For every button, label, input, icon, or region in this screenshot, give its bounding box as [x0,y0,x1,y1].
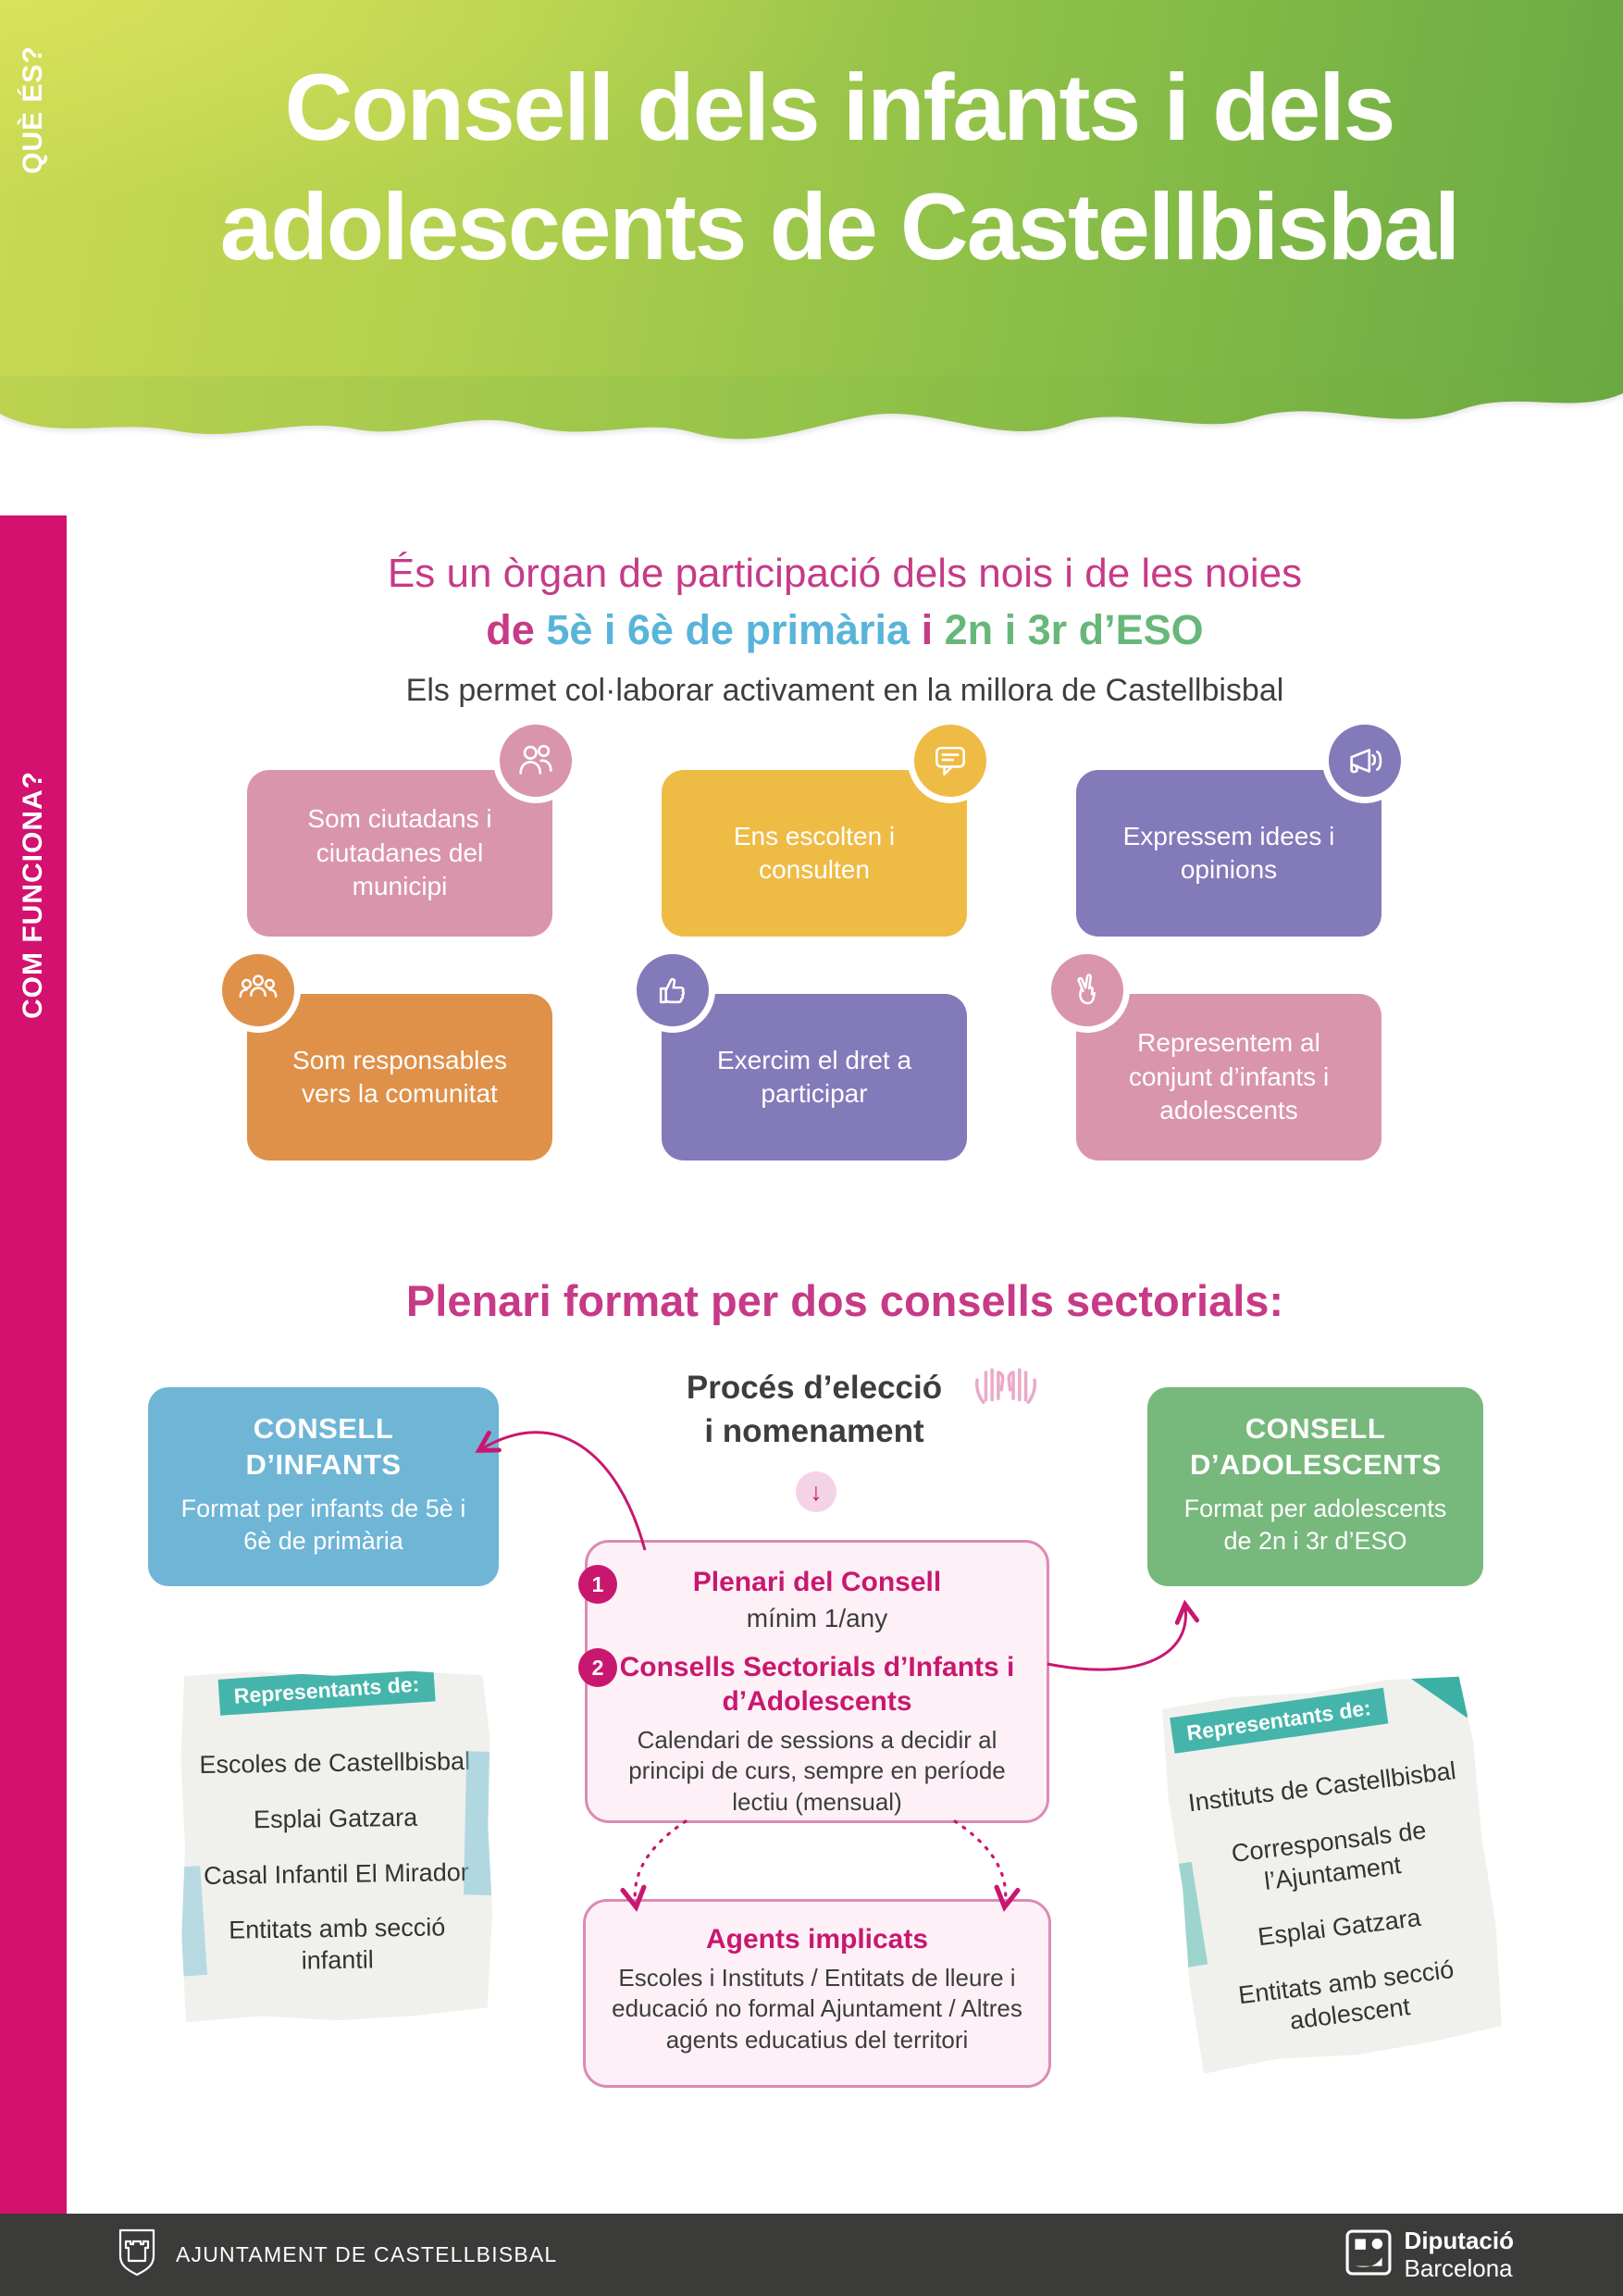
benefit-cards: Som ciutadans i ciutadanes del municipi … [216,718,1407,1160]
card-represent-text: Representem al conjunt d’infants i adole… [1128,1028,1330,1125]
list-item: Esplai Gatzara [1256,1904,1423,1952]
tape-strip [163,1866,207,1977]
consell-infants-title: CONSELL D’INFANTS [245,1412,402,1481]
representants-label-right: Representants de: [1170,1688,1388,1754]
card-citizens-text: Som ciutadans i ciutadanes del municipi [307,804,492,901]
agents-box: Agents implicats Escoles i Instituts / E… [583,1899,1051,2088]
representants-infants-note: Representants de: Escoles de Castellbisb… [178,1669,493,2023]
header-banner [0,0,1623,378]
plenari-title: Plenari del Consell [692,1567,942,1597]
peace-hand-icon [1045,948,1130,1033]
proces-title: Procés d’elecció i nomenament [648,1366,981,1454]
list-item: Corresponsals de l’Ajuntament [1230,1816,1428,1895]
sectorials-body: Calendari de sessions a decidir al princ… [628,1725,1006,1817]
representants-adolescents-note: Representants de: Instituts de Castellbi… [1156,1669,1509,2074]
list-item: Entitats amb secció infantil [228,1913,446,1975]
intro-i: i [921,606,934,653]
plenari-box: 1 2 Plenari del Consell mínim 1/any Cons… [578,1540,1049,1823]
poster-title-line1: Consell dels infants i dels [284,55,1396,160]
intro-eso: 2n i 3r d’ESO [944,606,1204,653]
plenari-frequency: mínim 1/any [746,1603,888,1632]
list-item: Esplai Gatzara [253,1803,418,1833]
section-rail [0,515,67,2214]
sectorials-title: Consells Sectorials d’Infants i d’Adoles… [619,1651,1015,1718]
list-item: Instituts de Castellbisbal [1186,1756,1458,1818]
footer-bar: AJUNTAMENT DE CASTELLBISBAL Diputació Ba… [0,2214,1623,2296]
card-citizens: Som ciutadans i ciutadanes del municipi [247,718,578,937]
intro-line2: de 5è i 6è de primària i 2n i 3r d’ESO [67,606,1623,654]
ajuntament-logo-group: AJUNTAMENT DE CASTELLBISBAL [117,2228,557,2282]
representants-list-right: Instituts de Castellbisbal Corresponsals… [1179,1755,1496,2071]
diputacio-label: Diputació Barcelona [1405,2228,1514,2281]
step-2-badge: 2 [578,1648,617,1687]
card-participate: Exercim el dret a participar [630,948,967,1160]
proces-line2: i nomenament [704,1413,924,1450]
card-responsible-text: Som responsables vers la comunitat [292,1045,507,1108]
consell-adolescents-subtitle: Format per adolescents de 2n i 3r d’ESO [1183,1494,1447,1555]
representants-list-left: Escoles de Castellbisbal Esplai Gatzara … [192,1746,481,2003]
diputacio-line2: Barcelona [1404,2253,1513,2282]
list-item: Entitats amb secció adolescent [1236,1955,1456,2035]
megaphone-icon [1322,718,1407,803]
card-express-text: Expressem idees i opinions [1122,821,1335,884]
rail-label-que-es: QUÈ ÉS? [18,45,48,175]
list-item: Casal Infantil El Mirador [203,1857,469,1890]
castellbisbal-shield-icon [117,2228,157,2282]
intro-de: de [486,606,535,653]
consell-adolescents-box: CONSELL D’ADOLESCENTS Format per adolesc… [1147,1387,1483,1586]
consell-infants-box: CONSELL D’INFANTS Format per infants de … [148,1387,499,1586]
poster-title-line2: adolescents de Castellbisbal [219,173,1461,279]
torn-paper-edge [0,377,1623,440]
tape-strip [1394,1636,1489,1718]
consell-adolescents-title: CONSELL D’ADOLESCENTS [1190,1412,1442,1481]
diputacio-logo-group: Diputació Barcelona [1345,2228,1514,2281]
intro-subtitle: Els permet col·laborar activament en la … [405,673,1284,708]
diputacio-line1: Diputació [1404,2227,1514,2255]
proces-line1: Procés d’elecció [686,1370,943,1406]
community-icon [216,948,301,1033]
card-express: Expressem idees i opinions [1076,718,1407,937]
poster-title: Consell dels infants i dels adolescents … [56,48,1623,286]
citizens-icon [493,718,578,803]
intro-line1: És un òrgan de participació dels nois i … [387,551,1303,596]
agents-body: Escoles i Instituts / Entitats de lleure… [612,1963,1022,2054]
step-1-badge: 1 [578,1565,617,1604]
consell-infants-subtitle: Format per infants de 5è i 6è de primàri… [180,1494,466,1555]
ajuntament-label: AJUNTAMENT DE CASTELLBISBAL [176,2242,558,2266]
diputacio-barcelona-icon [1345,2229,1392,2280]
intro-primaria: 5è i 6è de primària [546,606,911,653]
raised-hands-icon [968,1347,1044,1409]
list-item: Escoles de Castellbisbal [199,1746,471,1780]
card-represent: Representem al conjunt d’infants i adole… [1045,948,1381,1160]
card-participate-text: Exercim el dret a participar [716,1045,912,1108]
rail-label-com-funciona: COM FUNCIONA? [18,771,48,1019]
card-listened-text: Ens escolten i consulten [733,821,896,884]
card-listened: Ens escolten i consulten [662,718,993,937]
down-arrow-icon: ↓ [796,1471,836,1512]
card-responsible: Som responsables vers la comunitat [216,948,552,1160]
thumbs-up-icon [630,948,715,1033]
speech-bubble-icon [908,718,993,803]
agents-title: Agents implicats [705,1924,929,1955]
section2-heading: Plenari format per dos consells sectoria… [405,1276,1284,1325]
representants-label-left: Representants de: [218,1665,436,1715]
tape-strip [464,1751,505,1895]
